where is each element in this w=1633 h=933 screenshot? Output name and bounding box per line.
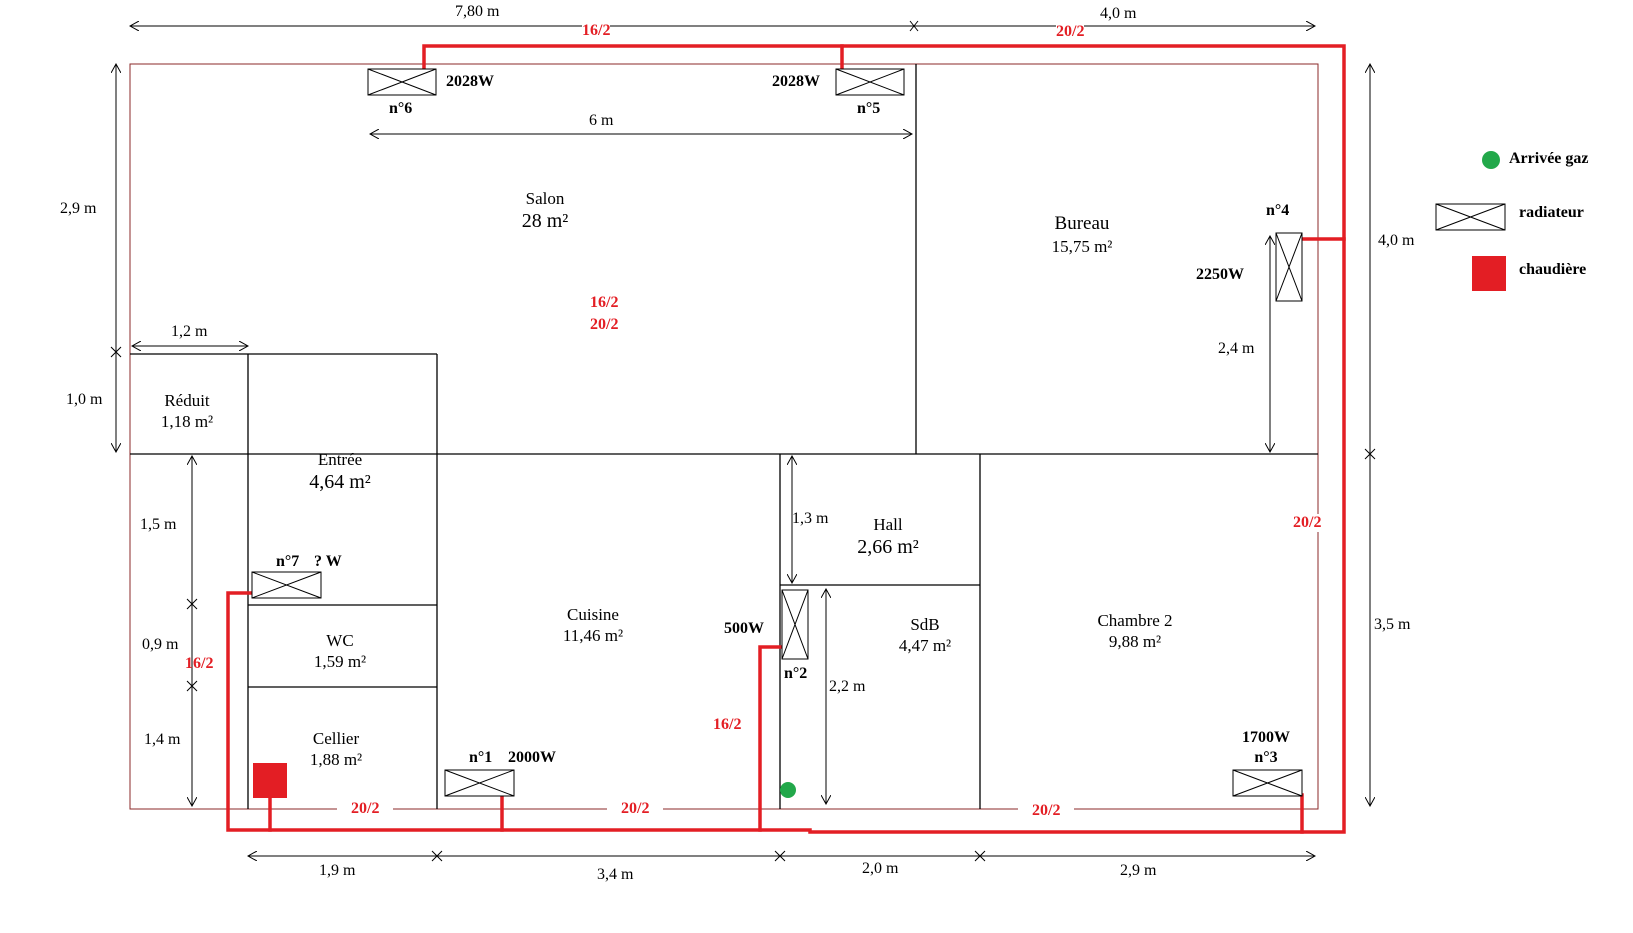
room-cuisine: Cuisine 11,46 m²	[563, 604, 623, 647]
outer-wall	[129, 63, 1319, 810]
dim-bureau-rad-height: 2,4 m	[1218, 340, 1255, 357]
dim-sdb-height: 2,2 m	[829, 678, 866, 695]
radiator-6-id: n°6	[389, 100, 413, 117]
pipe-label-salon-1: 16/2	[590, 294, 619, 311]
radiators	[251, 68, 1303, 797]
room-name: Réduit	[164, 391, 210, 410]
radiator-7-power: ? W	[314, 553, 342, 570]
radiator-1	[444, 769, 515, 797]
room-sdb: SdB 4,47 m²	[899, 614, 951, 657]
radiator-1-power: 2000W	[508, 749, 556, 766]
radiator-4	[1275, 232, 1303, 302]
room-wc: WC 1,59 m²	[314, 630, 366, 673]
room-reduit: Réduit 1,18 m²	[161, 390, 213, 433]
pipe-label-right: 20/2	[1293, 514, 1322, 532]
room-area: 15,75 m²	[1051, 236, 1113, 256]
radiator-5-id: n°5	[857, 100, 881, 117]
dim-bottom-1: 1,9 m	[319, 862, 356, 879]
pipe-label-salon-2: 20/2	[590, 316, 619, 333]
room-salon: Salon 28 m²	[522, 188, 569, 234]
radiator-2	[781, 589, 809, 660]
radiator-4-id: n°4	[1266, 202, 1290, 219]
dimension-lines	[110, 20, 1376, 862]
room-area: 28 m²	[521, 210, 569, 233]
radiator-2-id: n°2	[784, 665, 808, 682]
pipe-label-bottom-1: 20/2	[337, 800, 394, 818]
room-area: 11,46 m²	[562, 626, 624, 646]
radiator-7	[251, 571, 322, 599]
radiator-2-power: 500W	[724, 620, 764, 637]
pipe-label-bottom-2: 20/2	[607, 800, 664, 818]
room-area: 1,18 m²	[160, 412, 214, 432]
room-area: 4,47 m²	[898, 636, 952, 656]
dim-cellier-height: 1,4 m	[144, 731, 181, 748]
radiator-6	[367, 68, 437, 96]
legend-boiler-icon	[1472, 256, 1506, 291]
dim-top-left: 7,80 m	[455, 3, 500, 20]
dim-wc-height: 0,9 m	[142, 636, 179, 653]
pipe-16-2-top	[422, 44, 844, 74]
dim-left-reduit: 1,0 m	[66, 391, 103, 408]
radiator-3	[1232, 769, 1303, 797]
pipe-label-top-right: 20/2	[1056, 23, 1085, 41]
pipe-label-top-left: 16/2	[582, 22, 611, 40]
gas-inlet-icon	[780, 782, 796, 798]
radiator-5	[835, 68, 905, 96]
room-entree: Entrée 4,64 m²	[309, 449, 371, 495]
room-name: Cuisine	[567, 605, 619, 624]
interior-walls	[130, 64, 1318, 809]
dim-right-bottom: 3,5 m	[1374, 616, 1411, 633]
legend-boiler-label: chaudière	[1519, 261, 1587, 278]
pipe-label-left: 16/2	[185, 655, 214, 672]
radiator-3-power: 1700W	[1242, 729, 1290, 746]
dim-entree-height: 1,5 m	[140, 516, 177, 533]
room-area: 1,88 m²	[309, 750, 363, 770]
legend-gas-label: Arrivée gaz	[1509, 150, 1589, 167]
room-name: SdB	[910, 615, 940, 634]
dim-top-right: 4,0 m	[1100, 5, 1137, 22]
room-hall: Hall 2,66 m²	[857, 514, 919, 560]
room-area: 1,59 m²	[313, 652, 367, 672]
dim-bottom-4: 2,9 m	[1120, 862, 1157, 879]
dim-bottom-3: 2,0 m	[862, 860, 899, 877]
room-name: Salon	[525, 189, 565, 208]
radiator-4-power: 2250W	[1196, 266, 1244, 283]
room-name: Bureau	[1054, 213, 1110, 234]
radiator-5-power: 2028W	[772, 73, 820, 90]
dim-right-top: 4,0 m	[1378, 232, 1415, 249]
legend-radiator-label: radiateur	[1519, 204, 1584, 221]
room-name: Chambre 2	[1097, 611, 1173, 630]
legend-radiator-icon	[1435, 203, 1506, 231]
room-area: 9,88 m²	[1108, 632, 1162, 652]
room-name: Cellier	[312, 729, 360, 748]
boiler-icon	[253, 763, 287, 798]
room-name: Entrée	[317, 450, 363, 469]
pipe-label-bottom-3: 20/2	[1018, 802, 1075, 820]
pipe-rad2	[758, 645, 785, 832]
pipe-bottom	[226, 591, 812, 832]
room-area: 2,66 m²	[857, 536, 919, 559]
radiator-3-id: n°3	[1254, 749, 1278, 766]
dim-reduit-width: 1,2 m	[171, 323, 208, 340]
room-name: Hall	[873, 515, 903, 534]
pipe-label-kitchen: 16/2	[713, 716, 742, 733]
radiator-6-power: 2028W	[446, 73, 494, 90]
room-name: WC	[326, 631, 354, 650]
room-cellier: Cellier 1,88 m²	[310, 728, 362, 771]
pipe-20-2-main	[808, 44, 1346, 834]
dim-hall-height: 1,3 m	[792, 510, 829, 527]
dim-salon-inner: 6 m	[589, 112, 614, 129]
legend-gas-icon	[1482, 151, 1500, 169]
radiator-7-id: n°7	[276, 553, 300, 570]
dim-bottom-2: 3,4 m	[597, 866, 634, 883]
room-area: 4,64 m²	[309, 471, 371, 494]
room-chambre-2: Chambre 2 9,88 m²	[1097, 610, 1172, 653]
dim-left-salon: 2,9 m	[60, 200, 97, 217]
room-bureau: Bureau 15,75 m²	[1052, 212, 1113, 257]
heating-pipes	[226, 44, 1346, 834]
radiator-1-id: n°1	[469, 749, 493, 766]
